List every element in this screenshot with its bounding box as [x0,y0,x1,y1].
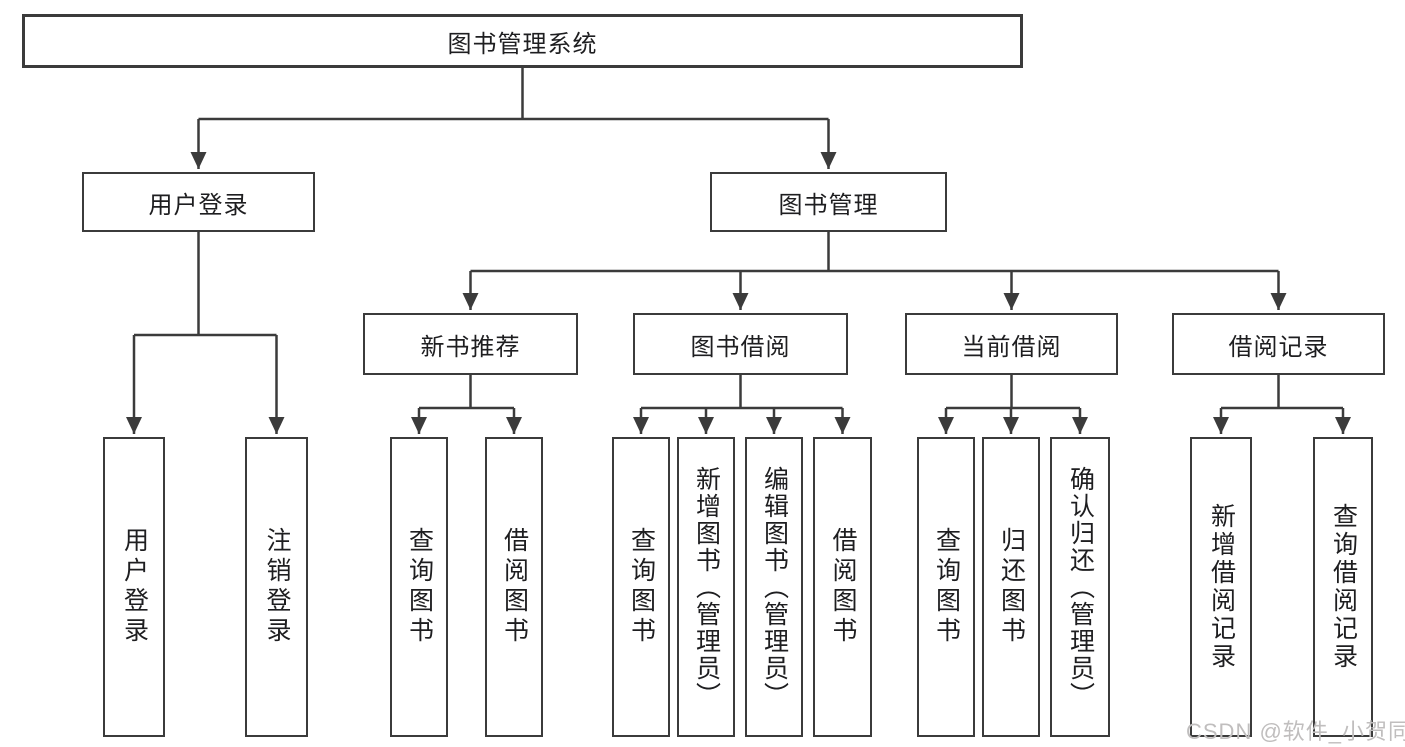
leaf-confirm-return-admin: 确认归还（管理员） [1050,437,1110,737]
leaf-borrow-book: 借阅图书 [813,437,872,737]
leaf-query-borrow-record: 查询借阅记录 [1313,437,1373,737]
node-new-book-recommend: 新书推荐 [363,313,578,375]
leaf-add-borrow-record: 新增借阅记录 [1190,437,1252,737]
leaf-user-login: 用户登录 [103,437,165,737]
leaf-borrow-books-recommend: 借阅图书 [485,437,543,737]
node-book-management: 图书管理 [710,172,947,232]
leaf-add-book-admin: 新增图书（管理员） [677,437,735,737]
node-borrow-records: 借阅记录 [1172,313,1385,375]
leaf-query-books-current: 查询图书 [917,437,975,737]
node-current-borrow: 当前借阅 [905,313,1118,375]
leaf-query-books-recommend: 查询图书 [390,437,448,737]
csdn-watermark: CSDN @软件_小贺同学 [1186,719,1405,744]
connector-paths [126,68,1351,434]
leaf-logout: 注销登录 [245,437,308,737]
node-library-management-system: 图书管理系统 [22,14,1023,68]
leaf-edit-book-admin: 编辑图书（管理员） [745,437,803,737]
node-user-login: 用户登录 [82,172,315,232]
node-book-borrow: 图书借阅 [633,313,848,375]
leaf-return-book: 归还图书 [982,437,1040,737]
leaf-query-books-borrow: 查询图书 [612,437,670,737]
